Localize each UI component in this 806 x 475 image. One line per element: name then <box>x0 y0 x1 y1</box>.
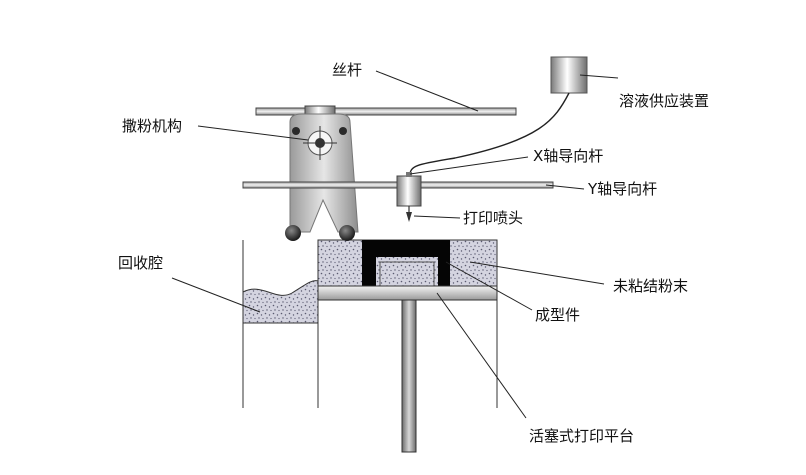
label-formed-part: 成型件 <box>535 306 580 324</box>
print-head <box>396 172 422 222</box>
label-piston-platform: 活塞式打印平台 <box>529 427 634 445</box>
label-solution-supply: 溶液供应装置 <box>619 92 709 110</box>
label-powder-mechanism: 撒粉机构 <box>122 117 182 135</box>
powder-spreading-mechanism <box>285 105 359 241</box>
formed-part <box>362 240 450 286</box>
label-print-head: 打印喷头 <box>463 209 523 227</box>
formed-part-inner-powder <box>379 261 435 287</box>
leader-lines <box>171 70 619 419</box>
label-unbonded-powder: 未粘结粉末 <box>613 277 688 295</box>
label-lead-screw: 丝杆 <box>332 61 362 79</box>
piston-rod <box>401 299 417 453</box>
supply-tube <box>409 92 570 176</box>
label-x-guide: X轴导向杆 <box>533 147 603 165</box>
piston-platform <box>317 285 498 301</box>
recovery-powder <box>242 280 319 324</box>
label-recovery-chamber: 回收腔 <box>118 254 163 272</box>
label-y-guide: Y轴导向杆 <box>587 180 657 198</box>
lead-screw <box>255 107 517 116</box>
